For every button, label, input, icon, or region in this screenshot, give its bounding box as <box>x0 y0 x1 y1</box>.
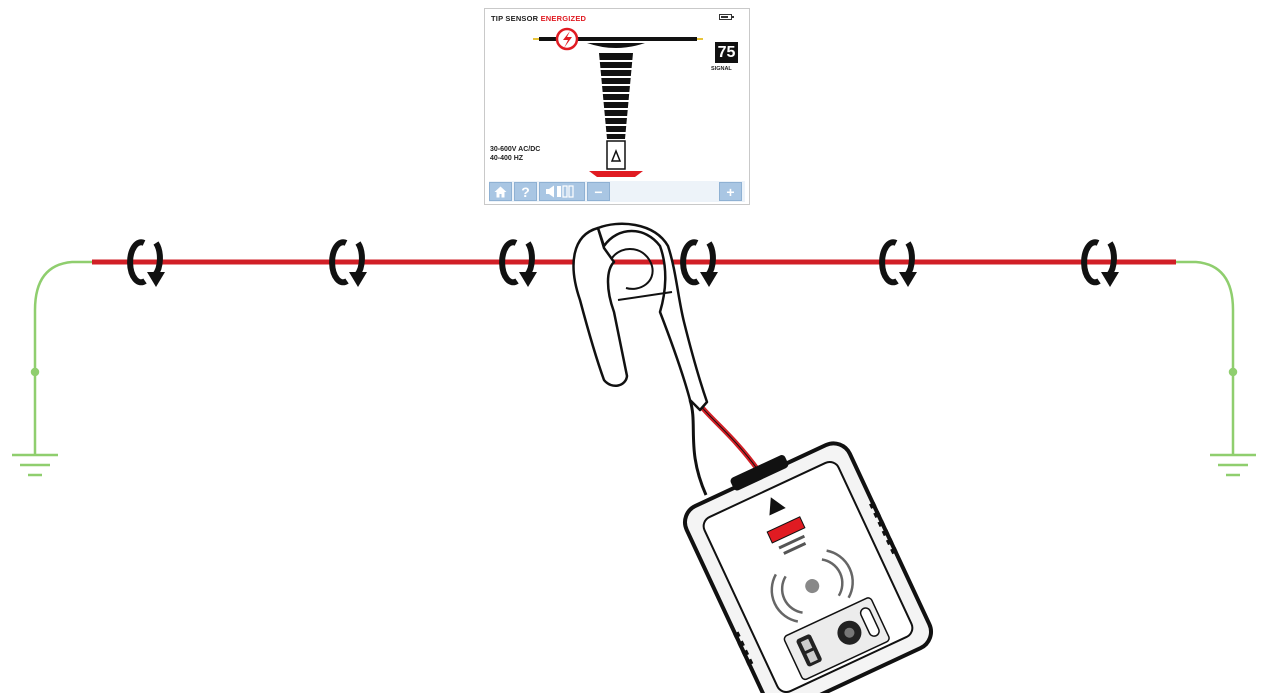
tester-device-icon <box>683 441 933 693</box>
current-direction-icon <box>1081 239 1119 287</box>
signal-value: 75 <box>715 42 738 63</box>
current-direction-icons <box>127 239 1119 287</box>
sensor-mode: TIP SENSOR <box>491 14 539 23</box>
signal-label: SIGNAL <box>711 66 732 72</box>
lightning-icon <box>555 27 579 51</box>
sensor-graphic <box>533 27 703 177</box>
plus-button[interactable]: + <box>719 182 742 201</box>
home-button[interactable] <box>489 182 512 201</box>
voltage-range: 30-600V AC/DC <box>490 146 541 153</box>
current-direction-icon <box>499 239 537 287</box>
minus-button[interactable]: − <box>587 182 610 201</box>
help-button[interactable]: ? <box>514 182 537 201</box>
volume-button[interactable] <box>539 182 585 201</box>
current-direction-icon <box>680 239 718 287</box>
clamp-probe-icon <box>572 222 709 412</box>
sensor-state: ENERGIZED <box>540 14 587 23</box>
current-direction-icon <box>329 239 367 287</box>
home-icon <box>494 186 507 197</box>
frequency-range: 40-400 HZ <box>490 155 524 162</box>
current-direction-icon <box>879 239 917 287</box>
device-screen: TIP SENSOR ENERGIZED 75 SIGNAL 3 <box>484 8 750 205</box>
current-direction-icon <box>127 239 165 287</box>
ground-lead-right <box>1176 260 1256 477</box>
battery-icon <box>719 14 734 20</box>
screen-title: TIP SENSOR ENERGIZED <box>491 14 586 23</box>
test-leads <box>688 399 761 496</box>
ground-lead-left <box>12 260 92 477</box>
volume-icon <box>546 185 574 198</box>
screen-toolbar: ? − + <box>489 181 745 202</box>
